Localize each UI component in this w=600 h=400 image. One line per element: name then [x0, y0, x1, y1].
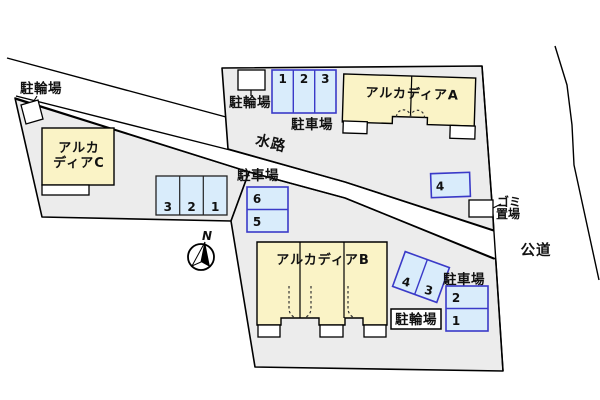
building-a-divider	[409, 76, 413, 118]
bicycle-box-a	[237, 69, 266, 91]
building-a-door-arc-right	[409, 109, 426, 118]
building-a: アルカディアA	[341, 73, 477, 140]
parking-label-b: 駐車場	[443, 271, 485, 288]
building-b-door-dash-1	[288, 286, 297, 319]
bicycle-parking-a: 駐輪場	[229, 69, 271, 111]
building-c-label-line1: アルカ	[58, 141, 99, 156]
parking-lot-4-rect	[429, 171, 472, 199]
parking-label-a: 駐車場	[291, 116, 333, 133]
bicycle-parking-b: 駐輪場	[390, 308, 442, 330]
garbage-label-line2: 置場	[496, 206, 520, 221]
building-b: アルカディアB	[256, 241, 388, 338]
garbage-leader	[492, 203, 502, 209]
parking-space-number: 1	[452, 314, 460, 328]
parking-space-number: 3	[321, 72, 329, 86]
parking-space-number: 3	[423, 283, 434, 298]
parking-space-number: 2	[187, 200, 195, 214]
compass-north-label: N	[202, 229, 212, 243]
parking-lot-c-left: 3 2 1	[155, 175, 228, 216]
building-b-door-dash-3	[347, 286, 356, 319]
building-c: アルカ ディアC	[41, 127, 115, 196]
waterway-north-bank	[15, 95, 495, 232]
parking-lot-diagonal: 4 3	[391, 250, 451, 304]
bicycle-parking-c: 駐輪場	[20, 80, 62, 125]
building-c-porch	[41, 184, 90, 196]
parking-lot-4: 4	[429, 171, 472, 199]
building-b-door-dash-2	[303, 286, 312, 319]
public-road-label: 公道	[521, 241, 552, 259]
bicycle-label-b: 駐輪場	[395, 311, 437, 328]
parking-lot-a-rect	[271, 69, 337, 114]
building-a-porch-left	[342, 120, 368, 135]
bicycle-box-b	[390, 308, 442, 330]
compass-needle-black	[201, 242, 210, 267]
building-b-porch-right	[363, 324, 387, 338]
bicycle-label-c: 駐輪場	[20, 80, 62, 97]
bicycle-pad-c	[20, 99, 44, 125]
parking-space-number: 2	[452, 291, 460, 305]
building-c-outline	[41, 127, 115, 186]
parking-space-number: 2	[300, 72, 308, 86]
parking-space-number: 6	[253, 192, 261, 206]
building-b-porch-left	[257, 324, 281, 338]
parking-lot-diagonal-divider	[414, 259, 428, 295]
parking-lot-a-top: 1 2 3	[271, 69, 337, 114]
compass: N	[187, 229, 215, 271]
waterway-south-bank	[14, 98, 495, 260]
building-b-label: アルカディアB	[276, 252, 369, 268]
parking-space-number: 4	[401, 275, 412, 290]
parking-label-middle: 駐車場	[237, 167, 279, 184]
garbage-label-line1: ゴミ	[497, 194, 521, 209]
parking-lot-65: 6 5	[246, 186, 289, 233]
parking-space-number: 1	[211, 200, 219, 214]
building-b-outline	[256, 241, 388, 326]
parking-lot-c-rect	[155, 175, 228, 216]
parking-space-number: 3	[164, 200, 172, 214]
road-line-top	[6, 57, 227, 118]
parking-space-number: 4	[436, 179, 445, 193]
building-a-door-arc-left	[395, 109, 412, 118]
public-road-outer-edge	[554, 45, 600, 281]
bicycle-label-a: 駐輪場	[229, 94, 271, 111]
building-b-porch-center	[319, 324, 344, 338]
parking-space-number: 1	[279, 72, 287, 86]
compass-circle	[187, 243, 215, 271]
building-c-label-line2: ディアC	[53, 155, 105, 171]
building-a-label: アルカディアA	[365, 85, 459, 104]
garbage-area: ゴミ 置場	[468, 194, 521, 221]
building-a-porch-right	[449, 124, 476, 140]
garbage-box	[468, 199, 494, 218]
parking-lot-21: 2 1	[445, 285, 489, 332]
parking-space-number: 5	[253, 215, 261, 229]
